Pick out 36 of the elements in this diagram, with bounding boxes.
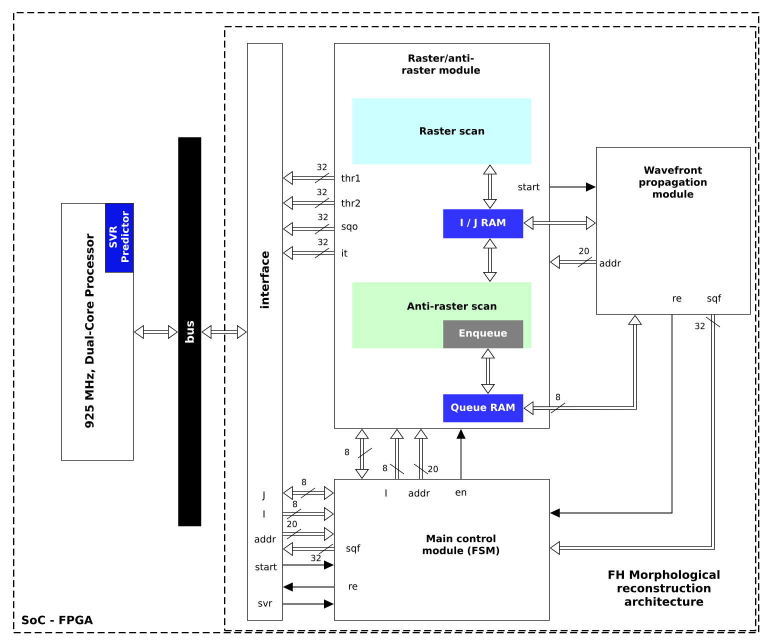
memory-block: I / J RAM [443, 209, 524, 238]
port-label: addr [408, 489, 430, 497]
bus-width-label: 8 [554, 393, 562, 401]
port-label: re [349, 584, 358, 590]
bus-width-label: 20 [427, 465, 439, 473]
port-label: addr [600, 259, 621, 267]
enqueue-block: Enqueue [443, 320, 524, 348]
bus-width-label: 20 [286, 520, 298, 528]
port-label: thr1 [341, 174, 360, 182]
bus-width-label: 20 [578, 247, 590, 255]
bus-width-label: 32 [317, 238, 329, 246]
scan-block: Raster scan [352, 98, 532, 164]
bus-bar: bus [178, 137, 202, 526]
predictor-block: SVR Predictor [105, 203, 134, 273]
memory-block: Queue RAM [443, 394, 524, 422]
port-label: addr [254, 535, 276, 543]
bus-width-label: 32 [694, 322, 706, 330]
port-label: J [262, 492, 264, 500]
bus-width-label: 32 [316, 188, 328, 196]
port-label: re [673, 296, 682, 302]
bus-width-label: 8 [300, 478, 308, 486]
port-label: sqf [707, 294, 722, 304]
port-label: start [256, 564, 277, 570]
port-label: en [456, 490, 466, 496]
bus-width-label: 32 [316, 163, 328, 171]
port-label: sqf [346, 544, 360, 554]
bus-width-label: 8 [382, 464, 388, 472]
port-label: it [342, 249, 348, 257]
port-label: start [518, 184, 540, 190]
bus-width-label: 32 [317, 213, 329, 221]
bus-width-label: 8 [344, 448, 350, 456]
bus-width-label: 32 [310, 554, 322, 562]
bus-width-label: 8 [292, 500, 298, 508]
port-label: svr [258, 601, 272, 607]
port-label: thr2 [341, 199, 360, 207]
port-label: sqo [342, 224, 358, 232]
